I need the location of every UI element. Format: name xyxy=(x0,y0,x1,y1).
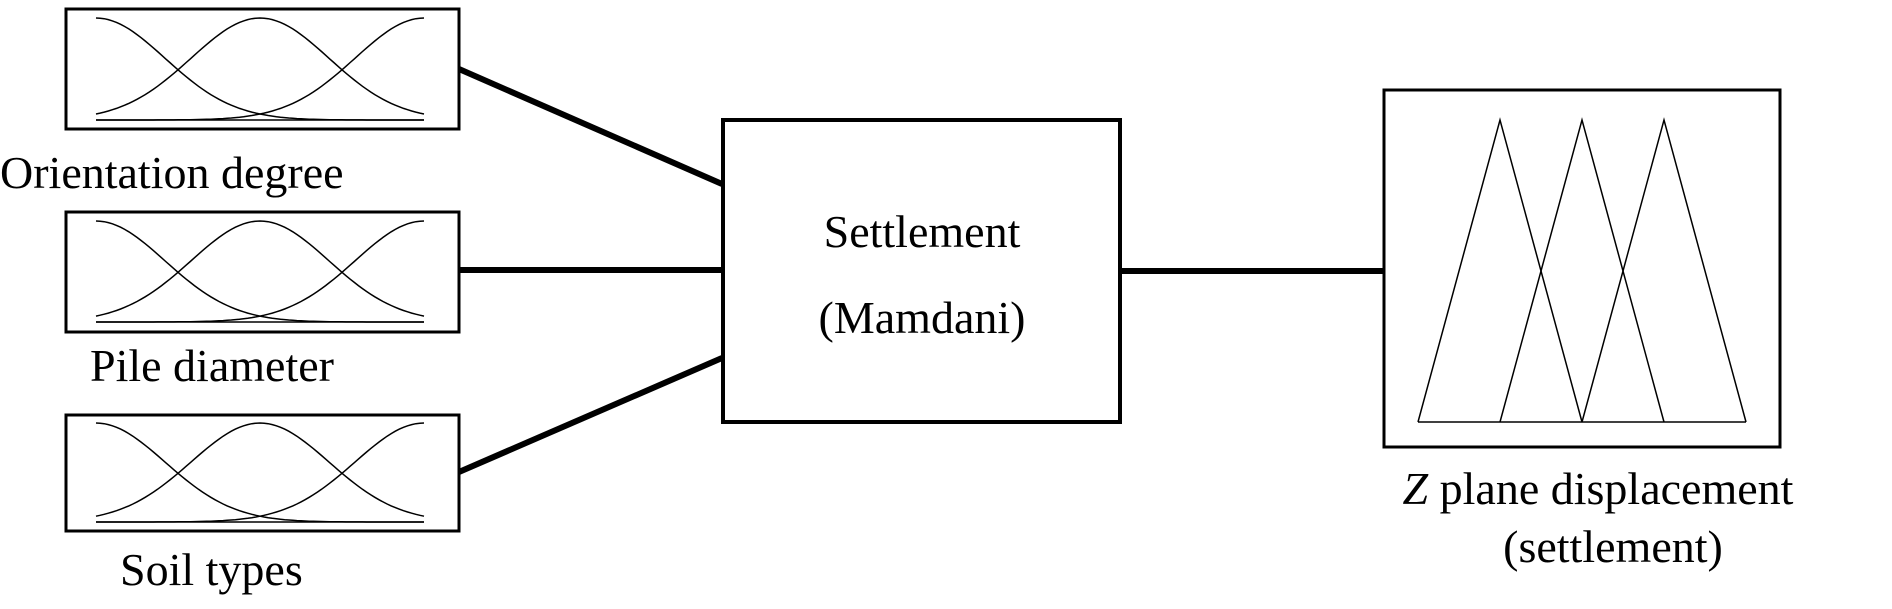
input-block-orientation-degree: Orientation degree xyxy=(0,7,461,198)
triangular-mf-curves xyxy=(1417,117,1747,423)
output-block-settlement: Z plane displacement (settlement) xyxy=(1382,88,1794,572)
system-title: Settlement xyxy=(824,206,1021,257)
mf-curve-1 xyxy=(95,422,424,523)
input-label-pile-diameter: Pile diameter xyxy=(90,340,334,391)
system-box xyxy=(721,118,1122,424)
input-label-soil-types: Soil types xyxy=(120,544,303,595)
input-block-pile-diameter: Pile diameter xyxy=(64,210,461,391)
output-label: Z plane displacement xyxy=(1403,463,1794,514)
connector-input-3 xyxy=(457,355,724,475)
mf-curve-3 xyxy=(96,422,425,523)
triangle-mf-1 xyxy=(1417,117,1583,423)
input-mf-box xyxy=(64,413,461,533)
connector-input-1 xyxy=(457,66,724,187)
input-block-soil-types: Soil types xyxy=(64,413,461,595)
mf-curve-3 xyxy=(96,17,425,121)
gaussian-mf-curves xyxy=(95,17,425,121)
mf-curve-2 xyxy=(95,220,425,317)
system-block-mamdani: Settlement (Mamdani) xyxy=(721,118,1122,424)
input-label-orientation-degree: Orientation degree xyxy=(0,147,344,198)
mf-curve-1 xyxy=(95,17,424,121)
gaussian-mf-curves xyxy=(95,220,425,323)
mf-curve-1 xyxy=(95,220,424,323)
system-subtitle: (Mamdani) xyxy=(819,292,1026,343)
mf-curve-2 xyxy=(95,422,425,517)
triangle-mf-3 xyxy=(1581,117,1747,423)
output-label-variable: Z xyxy=(1403,463,1429,514)
mf-curve-3 xyxy=(96,220,425,323)
triangle-mf-2 xyxy=(1499,117,1665,423)
output-label-line2: (settlement) xyxy=(1503,521,1723,572)
output-mf-box xyxy=(1382,88,1782,449)
gaussian-mf-curves xyxy=(95,422,425,523)
mf-curve-2 xyxy=(95,17,425,115)
output-label-text: plane displacement xyxy=(1428,463,1794,514)
